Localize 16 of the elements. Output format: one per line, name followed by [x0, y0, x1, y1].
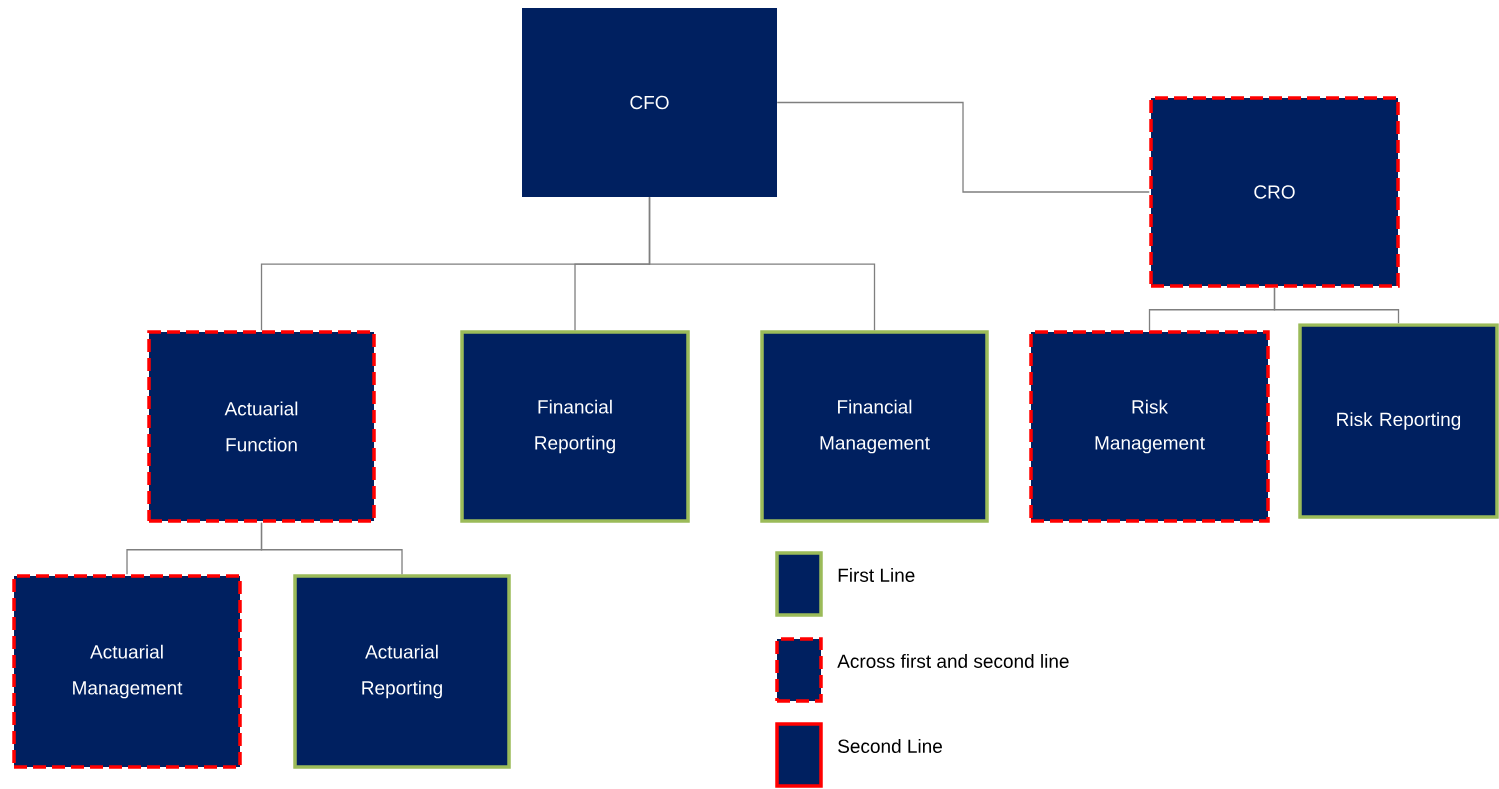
org-box: Risk Management: [1029, 330, 1270, 523]
legend-label: First Line: [838, 568, 915, 582]
org-box: CFO: [522, 8, 777, 197]
connector-line: [1273, 287, 1400, 324]
org-box: Actuarial Function: [147, 330, 376, 523]
legend-label: Across first and second line: [837, 654, 1069, 668]
connector-line: [260, 522, 403, 575]
org-box: Risk Reporting: [1298, 323, 1499, 519]
connector-line: [648, 196, 876, 331]
org-box: Financial Reporting: [460, 330, 690, 523]
org-box: Financial Management: [760, 330, 989, 523]
org-box: CRO: [1149, 96, 1400, 288]
org-box: Actuarial Management: [12, 574, 242, 769]
org-box: Actuarial Reporting: [293, 574, 511, 769]
legend-label: Second Line: [838, 739, 942, 753]
connector-line: [776, 101, 1150, 193]
